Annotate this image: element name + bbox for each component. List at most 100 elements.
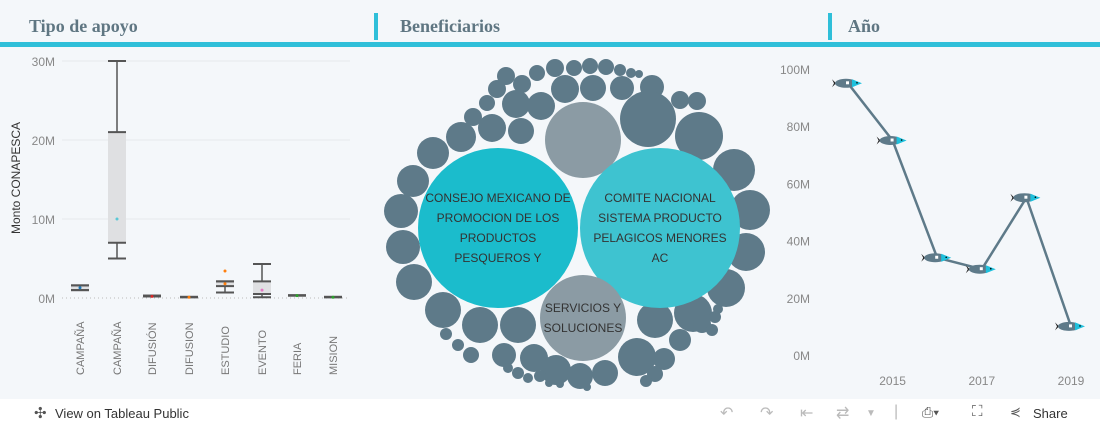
y-tick-label: 10M: [32, 213, 55, 227]
x-tick-label: 2017: [968, 374, 995, 388]
beneficiary-bubble: [425, 292, 461, 328]
y-tick-label: 40M: [787, 235, 810, 249]
box-body: [253, 281, 271, 295]
beneficiary-bubble: [527, 92, 555, 120]
beneficiary-bubble: [614, 64, 626, 76]
y-tick-label: 60M: [787, 177, 810, 191]
title-tipo-de-apoyo: Tipo de apoyo: [29, 16, 138, 36]
beneficiary-bubble: [583, 383, 591, 391]
beneficiary-bubble: [440, 328, 452, 340]
tableau-toolbar: ✣ View on Tableau Public ↶ ↷ ⇤ ⇄ ▼ | ⎙▾ …: [0, 399, 1100, 427]
beneficiary-bubble-1: [418, 148, 578, 308]
title-anio: Año: [848, 16, 881, 36]
data-point: [260, 288, 264, 292]
beneficiary-bubble: [386, 230, 420, 264]
beneficiary-bubble: [534, 370, 546, 382]
fish-marker-icon: [921, 253, 952, 263]
view-on-tableau-link[interactable]: View on Tableau Public: [55, 406, 189, 421]
beneficiary-bubble: [551, 75, 579, 103]
beneficiary-bubble: [675, 112, 723, 160]
x-tick-label: CAMPAÑA: [74, 321, 87, 375]
beneficiary-bubble: [488, 80, 506, 98]
undo-icon[interactable]: ↶: [720, 405, 734, 422]
fish-marker-icon: [965, 264, 996, 274]
y-tick-label: 30M: [32, 55, 55, 69]
beneficiary-bubble: [669, 329, 691, 351]
revert-icon[interactable]: ⇤: [800, 405, 814, 422]
x-tick-label: 2019: [1058, 374, 1085, 388]
beneficiary-bubble: [635, 70, 643, 78]
beneficiary-bubble: [626, 68, 636, 78]
download-icon[interactable]: ⎙▾: [922, 404, 940, 420]
beneficiary-bubble: [417, 137, 449, 169]
fish-marker-icon: [1010, 193, 1041, 203]
title-divider: [828, 13, 832, 40]
beneficiary-bubble: [479, 95, 495, 111]
x-tick-label: ESTUDIO: [220, 326, 232, 375]
beneficiary-bubble: [610, 76, 634, 100]
dashboard-header: Tipo de apoyo Beneficiarios Año: [0, 0, 1100, 42]
beneficiary-bubble: [546, 59, 564, 77]
beneficiary-bubble: [566, 60, 582, 76]
x-tick-label: DIFUSION: [184, 322, 196, 375]
beneficiary-bubble: [520, 344, 548, 372]
y-tick-label: 0M: [38, 292, 55, 306]
share-button[interactable]: Share: [1033, 406, 1068, 421]
beneficiary-bubble: [464, 108, 482, 126]
beneficiary-bubble: [396, 264, 432, 300]
refresh-dropdown-icon[interactable]: ▼: [866, 408, 876, 419]
x-tick-label: EVENTO: [257, 330, 269, 375]
fish-marker-icon: [876, 136, 907, 145]
beneficiary-bubble: [598, 59, 614, 75]
x-tick-label: DIFUSIÓN: [146, 322, 159, 375]
title-beneficiarios: Beneficiarios: [400, 16, 500, 36]
tableau-logo-icon: ✣: [34, 405, 47, 422]
y-tick-label: 80M: [787, 120, 810, 134]
beneficiary-bubble: [446, 122, 476, 152]
beneficiary-bubble: [492, 343, 516, 367]
beneficiary-bubble: [620, 91, 676, 147]
x-tick-label: FERIA: [292, 342, 304, 375]
y-axis-label: Monto CONAPESCA: [9, 122, 23, 234]
data-point: [187, 295, 191, 299]
beneficiary-bubble: [618, 338, 656, 376]
beneficiary-bubble: [706, 324, 718, 336]
y-tick-label: 20M: [787, 292, 810, 306]
beneficiary-bubble: [497, 67, 515, 85]
fullscreen-icon[interactable]: ⛶: [972, 403, 983, 420]
data-point: [223, 282, 227, 286]
beneficiary-bubble: [508, 118, 534, 144]
beneficiary-bubble: [640, 375, 652, 387]
beneficiary-bubble: [512, 367, 524, 379]
box-body: [108, 132, 126, 243]
refresh-icon[interactable]: ⇄: [836, 405, 850, 422]
trend-line: [847, 82, 1073, 327]
outlier-point: [223, 269, 227, 273]
beneficiary-bubble: [582, 58, 598, 74]
data-point: [331, 295, 335, 299]
share-icon[interactable]: ⋞: [1010, 404, 1021, 419]
beneficiary-bubble: [384, 194, 418, 228]
beneficiary-bubble: [637, 302, 673, 338]
fish-marker-icon: [1055, 321, 1085, 331]
fish-marker-icon: [832, 78, 862, 88]
beneficiary-bubble: [688, 92, 706, 110]
x-tick-label: 2015: [879, 374, 906, 388]
y-tick-label: 0M: [793, 349, 810, 363]
beneficiary-bubble: [529, 65, 545, 81]
data-point: [150, 294, 154, 298]
beneficiary-bubble: [523, 373, 533, 383]
redo-icon[interactable]: ↷: [760, 405, 774, 422]
data-point: [295, 294, 299, 298]
header-rule: [0, 42, 1100, 47]
beneficiary-bubble: [500, 307, 536, 343]
x-tick-label: MISION: [328, 336, 340, 375]
toolbar-divider: |: [894, 403, 899, 420]
beneficiary-bubble: [513, 75, 531, 93]
y-tick-label: 20M: [32, 134, 55, 148]
beneficiary-bubble: [567, 363, 593, 389]
y-tick-label: 100M: [780, 63, 810, 77]
